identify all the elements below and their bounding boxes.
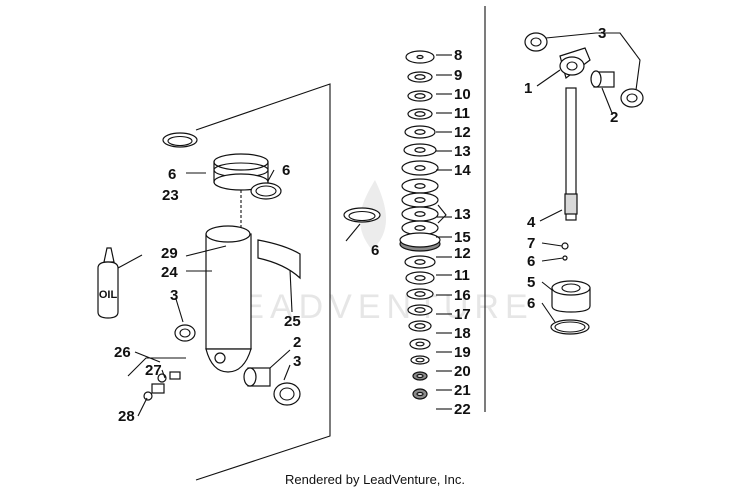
stack-shim[interactable] (403, 143, 437, 157)
callout-11: 11 (454, 105, 470, 122)
callout-28: 28 (118, 408, 135, 425)
callout-6-left: 6 (168, 166, 176, 183)
stack-shim[interactable] (405, 271, 435, 285)
part-29-oil-bottle[interactable]: OIL (97, 247, 119, 319)
callout-2-right: 2 (610, 109, 618, 126)
stack-shim[interactable] (412, 371, 428, 381)
callout-9: 9 (454, 67, 462, 84)
stack-shim[interactable] (401, 206, 439, 222)
part-27-valve[interactable] (151, 371, 181, 394)
stack-shim[interactable] (401, 160, 439, 176)
callout-27: 27 (145, 362, 162, 379)
oil-label: OIL (99, 289, 118, 301)
callout-23: 23 (162, 187, 179, 204)
stack-shim[interactable] (404, 255, 436, 269)
part-15-piston[interactable] (399, 232, 441, 252)
callout-24: 24 (161, 264, 178, 281)
callout-6-shaft: 6 (527, 253, 535, 270)
callout-8: 8 (454, 47, 462, 64)
callout-7: 7 (527, 235, 535, 252)
callout-14: 14 (454, 162, 471, 179)
callout-4: 4 (527, 214, 536, 231)
part-3-bushing-top[interactable] (524, 32, 548, 52)
part-2-sleeve-lower[interactable] (243, 367, 271, 387)
callout-6-right: 6 (282, 162, 290, 179)
part-2-sleeve-top[interactable] (590, 70, 615, 88)
stack-shim[interactable] (407, 108, 433, 120)
stack-shim[interactable] (401, 178, 439, 194)
callout-6-center: 6 (371, 242, 379, 259)
callout-numbers: 6 23 6 29 24 3 25 2 3 26 27 28 6 (114, 162, 379, 425)
callout-13: 13 (454, 143, 471, 160)
callout-21: 21 (454, 382, 471, 399)
callout-17: 17 (454, 306, 471, 323)
stack-shim[interactable] (407, 71, 433, 83)
callout-15: 15 (454, 229, 471, 246)
stack-shim[interactable] (410, 355, 430, 365)
part-6-ring[interactable] (250, 182, 282, 200)
part-6-center-ring[interactable] (343, 207, 381, 223)
stack-shim[interactable] (407, 304, 433, 316)
part-28-cap[interactable] (143, 391, 153, 401)
right-leader-lines (536, 32, 641, 323)
stack-shim[interactable] (401, 220, 439, 236)
stack-shim[interactable] (409, 338, 431, 350)
stack-shim[interactable] (407, 90, 433, 102)
part-4-shaft[interactable] (564, 87, 578, 221)
callout-2-left: 2 (293, 334, 301, 351)
stack-shim[interactable] (401, 192, 439, 208)
callout-25: 25 (284, 313, 301, 330)
part-3-bushing-left[interactable] (174, 324, 196, 342)
callout-13: 12 (454, 124, 471, 141)
part-6-washer[interactable] (562, 255, 568, 261)
right-callouts: 3 1 2 4 7 6 5 6 (524, 25, 618, 312)
callout-12: 11 (454, 105, 470, 122)
part-25-sleeve[interactable] (257, 239, 301, 280)
part-3-bushing-right[interactable] (273, 382, 301, 406)
callout-20: 20 (454, 363, 471, 380)
stack-shim[interactable] (404, 125, 436, 139)
stack-shim[interactable] (412, 388, 428, 400)
callout-29: 29 (161, 245, 178, 262)
footer-credit: Rendered by LeadVenture, Inc. (285, 472, 465, 487)
callout-3-left: 3 (170, 287, 178, 304)
callout-22: 22 (454, 401, 471, 418)
callout-6-oring: 6 (527, 295, 535, 312)
part-3-bushing-top-right[interactable] (620, 88, 644, 108)
shim-stack (401, 50, 439, 400)
stack-leader-lines (436, 54, 452, 410)
part-5-seal-head[interactable] (551, 280, 591, 313)
callout-26: 26 (114, 344, 131, 361)
watermark: LEADVENTURE (216, 180, 533, 326)
leader-lines (117, 169, 361, 417)
part-23-reservoir-cap[interactable] (213, 153, 269, 191)
callout-12-lower: 12 (454, 245, 471, 262)
callout-1: 1 (524, 80, 532, 97)
callout-3-right: 3 (293, 353, 301, 370)
part-7-nut[interactable] (561, 242, 569, 250)
stack-shim[interactable] (405, 50, 435, 64)
part-1-eyelet[interactable] (559, 47, 591, 80)
callout-3-top: 3 (598, 25, 606, 42)
stack-shim[interactable] (406, 288, 434, 300)
callout-11-lower: 11 (454, 267, 470, 284)
callout-16: 16 (454, 287, 471, 304)
panel-outlines (195, 6, 486, 481)
callout-19: 19 (454, 344, 471, 361)
callout-10: 10 (454, 86, 471, 103)
callout-13-lower: 13 (454, 206, 471, 223)
part-24-shock-body[interactable] (205, 225, 252, 373)
callout-18: 18 (454, 325, 471, 342)
part-6-upper-ring[interactable] (162, 132, 198, 148)
watermark-text: LEADVENTURE (216, 288, 533, 326)
stack-shim[interactable] (408, 320, 432, 332)
callout-5: 5 (527, 274, 535, 291)
